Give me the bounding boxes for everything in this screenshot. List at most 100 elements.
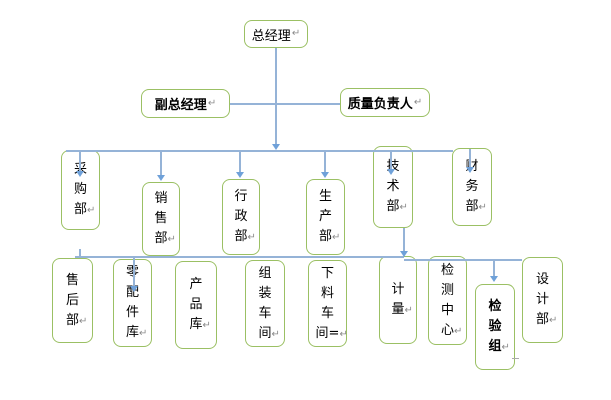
node-label-line: 政 [234,209,248,224]
node-label-line: 生 [318,189,332,204]
node-cutting-workshop[interactable]: 下料车间=↵ [308,260,348,347]
paragraph-mark-icon: ↵ [139,328,148,339]
node-label-line: 部↵ [535,312,558,327]
node-design-dept[interactable]: 设计部↵ [522,257,563,343]
node-label-line: 部↵ [154,231,176,246]
node-label-line: 部↵ [73,202,96,217]
paragraph-mark-icon: ↵ [247,232,256,243]
node-sales-dept[interactable]: 销售部↵ [142,182,180,256]
node-label-line: 库↵ [189,317,211,332]
node-label-line: 下 [320,265,334,281]
node-label-line: 部↵ [65,312,88,328]
node-purchasing-dept[interactable]: 采购部↵ [61,150,100,230]
node-label-line: 部↵ [234,229,256,244]
node-inspection-group[interactable]: 检验组↵ [475,284,515,370]
arrow-down-icon [272,144,280,150]
node-label-line: 车 [320,305,334,321]
node-label-line: 售 [154,211,168,226]
paragraph-mark-icon: ↵ [501,342,510,353]
connector-arrow-line [160,150,162,176]
node-label-line: 量↵ [391,302,413,317]
node-label-line: 采 [73,162,87,177]
node-label-line: 车 [258,305,272,321]
node-label: 总经理 [251,28,291,44]
node-label-line: 检 [440,262,454,278]
node-admin-dept[interactable]: 行政部↵ [222,179,260,255]
node-spare-parts-warehouse[interactable]: 零配件库↵ [113,259,152,347]
node-metrology[interactable]: 计量↵ [379,256,417,344]
paragraph-mark-icon: ↵ [399,202,408,213]
arrow-down-icon [157,175,165,181]
node-label-line: 件 [125,305,139,320]
node-label-line: 设 [535,272,549,287]
connector-arrow-line [324,150,326,173]
node-label-line: 术 [386,179,400,194]
connector-arrow-line [403,228,405,252]
node-general-manager[interactable]: 总经理↵ [244,20,308,48]
node-testing-center[interactable]: 检测中心↵ [428,256,467,345]
paragraph-mark-icon: ↵ [271,328,280,340]
arrow-down-icon [321,172,329,178]
connector-line [230,103,340,105]
paragraph-mark-icon: ↵ [167,234,176,245]
node-label-line: 行 [234,189,248,204]
node-label-line: 财 [465,159,479,174]
paragraph-mark-icon: ↵ [291,28,301,39]
node-label-line: 间↵ [258,325,280,341]
node-technology-dept[interactable]: 技术部↵ [373,146,413,228]
node-after-sales-dept[interactable]: 售后部↵ [52,258,93,343]
node-label-line: 间=↵ [315,325,348,341]
node-label-line: 组 [258,265,272,281]
node-label-line: 后 [65,292,79,308]
paragraph-mark-icon: ↵ [549,315,558,326]
arrow-down-icon [236,172,244,178]
node-label-line: 库↵ [125,325,148,340]
paragraph-mark-icon: ↵ [79,315,88,327]
paragraph-mark-icon: ↵ [413,96,423,108]
connector-arrow-line [275,48,277,145]
node-label-line: 计 [535,292,549,307]
node-label-line: 产 [318,209,332,224]
node-label-line: 零 [125,265,139,280]
paragraph-mark-icon: ↵ [332,232,341,243]
node-label-line: 计 [391,282,405,297]
node-deputy-general-manager[interactable]: 副总经理↵ [141,89,230,118]
node-label: 副总经理 [154,98,207,113]
node-label-line: 品 [189,297,203,312]
paragraph-mark-icon: ↵ [202,320,211,331]
arrow-down-icon [490,276,498,282]
paragraph-mark-icon: ↵ [454,325,463,337]
node-assembly-workshop[interactable]: 组装车间↵ [245,260,285,347]
node-label-line: 销 [154,191,168,206]
paragraph-mark-icon: ↵ [478,202,487,213]
node-label-line: 部↵ [386,199,408,214]
node-label-line: 产 [189,277,203,292]
node-finance-dept[interactable]: 财务部↵ [452,148,492,226]
node-label: 质量负责人 [347,97,413,112]
node-label-line: 检 [488,299,502,314]
node-label-line: 心↵ [440,322,463,338]
node-label-line: 装 [258,285,272,301]
node-label-line: 购 [73,182,87,197]
paragraph-mark-icon: ↵ [404,305,413,316]
node-label-line: 部↵ [465,199,487,214]
connector-arrow-line [493,260,495,277]
paragraph-mark-icon: ↵ [339,328,348,340]
node-label-line: 组↵ [488,339,510,354]
connector-line [75,256,404,258]
node-production-dept[interactable]: 生产部↵ [306,179,345,255]
connector-line [79,249,81,257]
node-product-warehouse[interactable]: 产品库↵ [175,261,217,349]
paragraph-mark-icon: ↵ [87,205,96,216]
node-label-line: 验 [488,319,502,334]
node-label-line: 务 [465,179,479,194]
node-label-line: 配 [125,285,139,300]
node-label-line: 部↵ [318,229,341,244]
connector-arrow-line [239,150,241,173]
node-label-line: 料 [320,285,334,301]
node-label-line: 测 [440,282,454,298]
node-quality-director[interactable]: 质量负责人↵ [340,88,430,117]
node-label-line: 中 [440,302,454,318]
node-label-line: 售 [65,272,79,288]
